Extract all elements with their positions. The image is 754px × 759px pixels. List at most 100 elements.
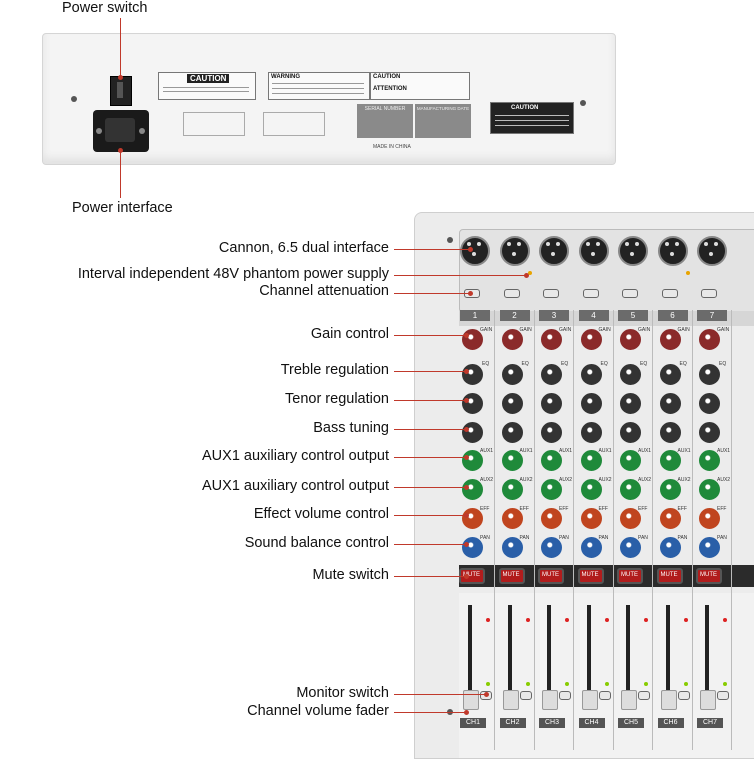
gain-knob[interactable]: [699, 329, 720, 350]
fader-knob[interactable]: [700, 690, 716, 710]
leader-dot: [118, 148, 123, 153]
mid-knob[interactable]: [659, 393, 681, 414]
treble-knob[interactable]: [699, 364, 720, 385]
fader-knob[interactable]: [660, 690, 677, 710]
pan-knob[interactable]: [659, 537, 681, 558]
xlr-combo-jack[interactable]: [618, 236, 648, 266]
fader-label: Channel volume fader: [247, 703, 389, 719]
aux2-knob[interactable]: [462, 479, 483, 500]
mid-knob[interactable]: [580, 393, 602, 414]
pan-knob[interactable]: [541, 537, 562, 558]
bass-knob[interactable]: [541, 422, 562, 443]
bass-knob[interactable]: [699, 422, 720, 443]
leader-line: [394, 576, 466, 577]
monitor-button[interactable]: [559, 691, 571, 700]
treble-knob[interactable]: [580, 364, 602, 385]
power-switch[interactable]: [110, 76, 132, 106]
bass-knob[interactable]: [462, 422, 483, 443]
aux2-knob[interactable]: [541, 479, 562, 500]
xlr-combo-jack[interactable]: [539, 236, 569, 266]
leader-line: [394, 335, 466, 336]
mute-button[interactable]: MUTE: [656, 568, 683, 584]
effect-knob[interactable]: [620, 508, 641, 529]
aux2-knob[interactable]: [580, 479, 602, 500]
aux2-label: AUX2: [677, 477, 691, 483]
fader-track: [468, 605, 472, 700]
effect-knob[interactable]: [699, 508, 720, 529]
treble-knob[interactable]: [462, 364, 483, 385]
aux2-knob[interactable]: [659, 479, 681, 500]
strip-divider: [494, 310, 495, 750]
mute-button[interactable]: MUTE: [617, 568, 643, 584]
bass-knob[interactable]: [659, 422, 681, 443]
effect-knob[interactable]: [580, 508, 602, 529]
treble-knob[interactable]: [501, 364, 523, 385]
mute-button[interactable]: MUTE: [538, 568, 564, 584]
mute-button[interactable]: MUTE: [696, 568, 722, 584]
treble-knob[interactable]: [659, 364, 681, 385]
fader-knob[interactable]: [542, 690, 558, 710]
bass-knob[interactable]: [501, 422, 523, 443]
fader-knob[interactable]: [463, 690, 479, 710]
xlr-combo-jack[interactable]: [499, 236, 530, 266]
monitor-button[interactable]: [519, 691, 532, 700]
gain-knob[interactable]: [501, 329, 523, 350]
mid-knob[interactable]: [501, 393, 523, 414]
signal-led: [683, 618, 688, 622]
mid-knob[interactable]: [462, 393, 483, 414]
monitor-button[interactable]: [638, 691, 650, 700]
fader-knob[interactable]: [621, 690, 637, 710]
aux1-knob[interactable]: [620, 450, 641, 471]
attenuation-button[interactable]: [701, 289, 717, 298]
mid-knob[interactable]: [699, 393, 720, 414]
aux1-knob[interactable]: [541, 450, 562, 471]
aux1-knob[interactable]: [501, 450, 523, 471]
aux1-knob[interactable]: [699, 450, 720, 471]
attenuation-button[interactable]: [582, 289, 599, 298]
leader-line: [394, 457, 466, 458]
attenuation-button[interactable]: [503, 289, 520, 298]
channel-label: CH1: [460, 718, 486, 728]
pan-knob[interactable]: [699, 537, 720, 558]
xlr-combo-jack[interactable]: [657, 236, 688, 266]
monitor-button[interactable]: [598, 691, 611, 700]
pan-knob[interactable]: [501, 537, 523, 558]
mid-knob[interactable]: [620, 393, 641, 414]
bass-knob[interactable]: [580, 422, 602, 443]
eq-label: EQ: [719, 361, 727, 367]
gain-knob[interactable]: [541, 329, 562, 350]
aux1-knob[interactable]: [580, 450, 602, 471]
xlr-combo-jack[interactable]: [460, 236, 490, 266]
mid-knob[interactable]: [541, 393, 562, 414]
attenuation-button[interactable]: [661, 289, 678, 298]
mute-button[interactable]: MUTE: [577, 568, 604, 584]
xlr-combo-jack[interactable]: [578, 236, 609, 266]
gain-knob[interactable]: [580, 329, 602, 350]
pan-knob[interactable]: [620, 537, 641, 558]
leader-line: [394, 371, 466, 372]
attenuation-button[interactable]: [622, 289, 638, 298]
treble-knob[interactable]: [541, 364, 562, 385]
monitor-button[interactable]: [717, 691, 729, 700]
effect-knob[interactable]: [501, 508, 523, 529]
aux1-label: AUX1: [559, 448, 573, 454]
aux2-knob[interactable]: [699, 479, 720, 500]
monitor-button[interactable]: [677, 691, 690, 700]
pan-knob[interactable]: [580, 537, 602, 558]
power-inlet[interactable]: [93, 110, 149, 152]
eff-label: EFF: [677, 506, 687, 512]
gain-knob[interactable]: [659, 329, 681, 350]
treble-knob[interactable]: [620, 364, 641, 385]
fader-knob[interactable]: [581, 690, 598, 710]
xlr-combo-jack[interactable]: [697, 236, 727, 266]
aux2-knob[interactable]: [620, 479, 641, 500]
effect-knob[interactable]: [659, 508, 681, 529]
attenuation-button[interactable]: [543, 289, 559, 298]
mute-button[interactable]: MUTE: [498, 568, 525, 584]
gain-knob[interactable]: [620, 329, 641, 350]
effect-knob[interactable]: [541, 508, 562, 529]
fader-knob[interactable]: [502, 690, 519, 710]
aux2-knob[interactable]: [501, 479, 523, 500]
bass-knob[interactable]: [620, 422, 641, 443]
aux1-knob[interactable]: [659, 450, 681, 471]
